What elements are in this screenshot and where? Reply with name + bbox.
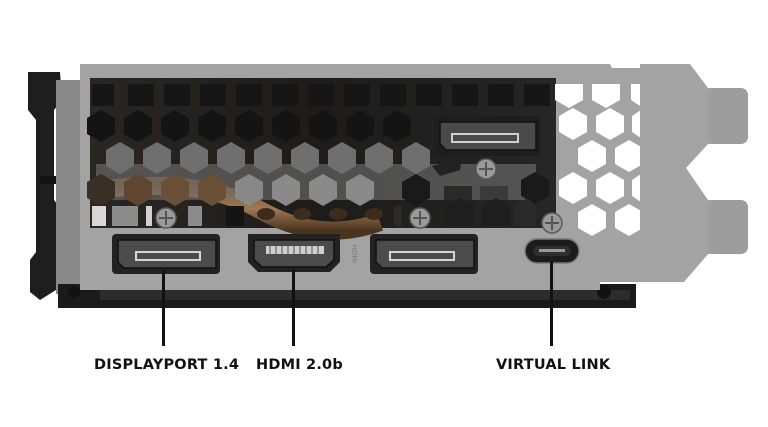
- displayport-top-right: [432, 116, 540, 176]
- hdmi-port: HDMI: [248, 234, 358, 272]
- leader-line-hdmi: [292, 270, 295, 346]
- screw-icon: [541, 212, 563, 234]
- leader-line-displayport: [162, 270, 165, 346]
- hex-row-1: [92, 84, 550, 106]
- label-displayport: DISPLAYPORT 1.4: [94, 357, 240, 373]
- screw-heads: [155, 158, 563, 234]
- vent-grid: [80, 64, 610, 290]
- bracket-tabs: [640, 64, 748, 282]
- hex-row-4: [87, 172, 549, 206]
- hdmi-engraving: HDMI: [350, 245, 358, 264]
- label-virtuallink: VIRTUAL LINK: [496, 357, 611, 373]
- leader-line-virtuallink: [550, 262, 553, 346]
- hex-row-2: [87, 110, 411, 142]
- displayport-left: [112, 234, 220, 274]
- screw-icon: [155, 207, 177, 229]
- label-hdmi: HDMI 2.0b: [256, 357, 343, 373]
- hex-row-5: [92, 186, 536, 226]
- hex-row-3: [106, 142, 430, 174]
- screw-icon: [409, 207, 431, 229]
- bracket-side-clip: [28, 72, 90, 300]
- usb-c-port: [524, 238, 580, 264]
- displayport-middle: [370, 234, 478, 274]
- screw-icon: [475, 158, 497, 180]
